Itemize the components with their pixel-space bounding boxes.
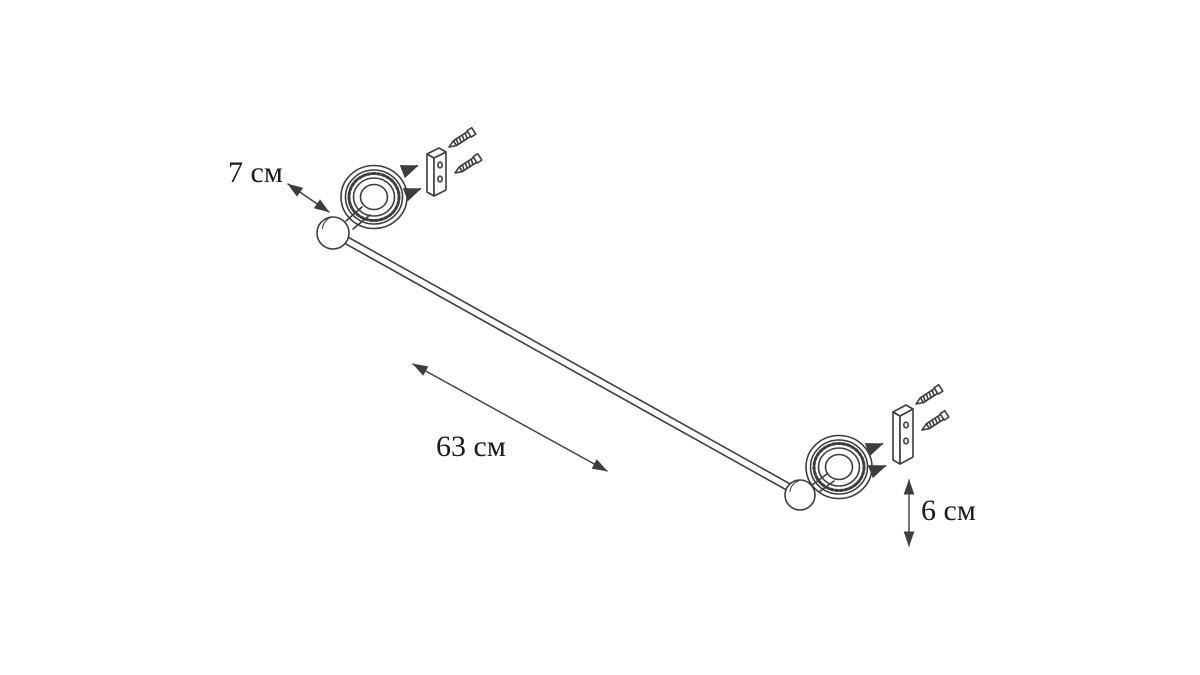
upper-wall-flange: [340, 164, 408, 230]
upper-ball-highlight: [321, 216, 333, 230]
rope-ring: [347, 172, 401, 222]
lower-ball-joint: [784, 479, 816, 511]
lower-assembly-arrows: [864, 443, 887, 479]
upper-ball-joint: [316, 216, 350, 250]
upper-flange-neck: [345, 206, 371, 230]
bracket-screw-hole: [436, 161, 443, 169]
bracket-screw-hole: [902, 437, 909, 445]
lower-screw-2: [919, 409, 950, 434]
dimension-arrow-bar-63cm: [412, 363, 608, 472]
lower-flange-neck: [811, 473, 835, 493]
dimension-lines: [287, 183, 915, 547]
upper-mounting-bracket: [426, 147, 447, 197]
lower-screw-1: [913, 383, 944, 408]
label-bar-length: 63 см: [436, 430, 506, 463]
upper-screw-2: [452, 152, 483, 177]
rope-ring: [812, 442, 866, 492]
upper-assembly-arrows: [399, 165, 422, 202]
dimension-arrow-flange-7cm: [287, 183, 330, 213]
bracket-screw-hole: [436, 175, 443, 183]
upper-screw-1: [446, 126, 477, 151]
lower-mounting-bracket: [892, 404, 914, 465]
lower-ball-highlight: [789, 480, 800, 493]
lower-wall-flange: [805, 434, 873, 500]
label-flange-size: 7 см: [228, 156, 283, 189]
bracket-screw-hole: [902, 421, 909, 429]
towel-bar-rail: [343, 236, 795, 493]
label-wall-clearance: 6 см: [921, 494, 976, 527]
